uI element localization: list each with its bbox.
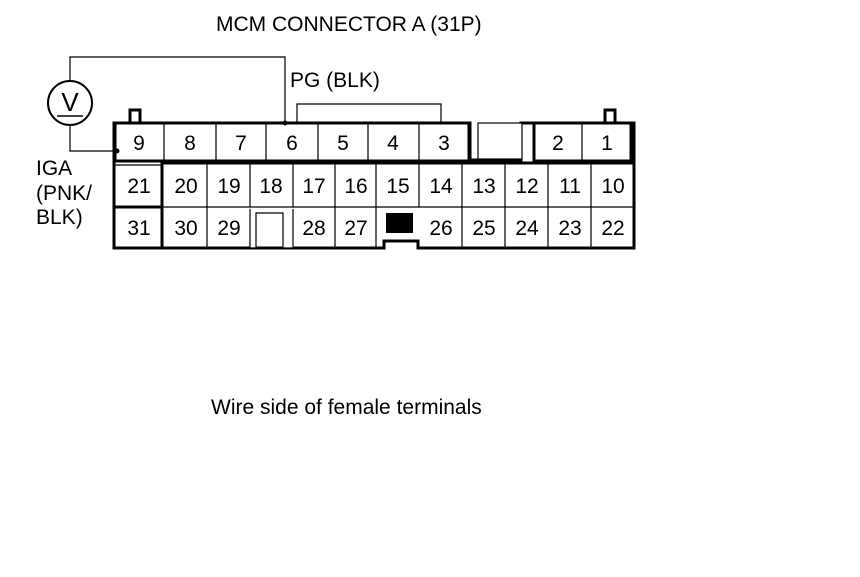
terminal-27: 27 [344, 217, 367, 240]
blocked-terminal-icon [386, 213, 413, 233]
meter-lead-to-iga [69, 125, 117, 152]
terminal-3: 3 [438, 132, 450, 155]
terminal-16: 16 [344, 175, 367, 198]
terminal-22: 22 [601, 217, 624, 240]
terminal-25: 25 [472, 217, 495, 240]
terminal-23: 23 [558, 217, 581, 240]
terminal-8: 8 [184, 132, 196, 155]
iga-probe-point [114, 148, 120, 154]
terminal-6: 6 [286, 132, 298, 155]
diagram-title: MCM CONNECTOR A (31P) [216, 13, 482, 36]
terminal-19: 19 [217, 175, 240, 198]
footer-caption: Wire side of female terminals [211, 396, 482, 419]
terminal-2: 2 [552, 132, 564, 155]
terminal-row-3: 31 30 29 28 27 26 25 24 23 22 [115, 205, 625, 248]
terminal-1: 1 [601, 132, 613, 155]
terminal-18: 18 [259, 175, 282, 198]
terminal-11: 11 [559, 175, 581, 198]
terminal-12: 12 [515, 175, 538, 198]
terminal-30: 30 [174, 217, 197, 240]
pg-label: PG (BLK) [290, 69, 380, 92]
terminal-10: 10 [601, 175, 624, 198]
terminal-24: 24 [515, 217, 539, 240]
meter-lead-to-terminal-6 [69, 56, 286, 122]
terminal-13: 13 [472, 175, 495, 198]
terminal-4: 4 [387, 132, 399, 155]
iga-label-line1: IGA [36, 157, 73, 180]
terminal-row-1-right: 2 1 [532, 121, 633, 163]
terminal-29: 29 [217, 217, 240, 240]
iga-label-line3: BLK) [36, 206, 83, 229]
terminal-5: 5 [337, 132, 349, 155]
terminal-15: 15 [386, 175, 409, 198]
terminal-28: 28 [302, 217, 325, 240]
terminal-row-1-left: 9 8 7 6 5 4 3 [113, 121, 471, 163]
terminal-26: 26 [429, 217, 452, 240]
terminal-31: 31 [127, 217, 150, 240]
terminal-9: 9 [133, 132, 145, 155]
terminal-14: 14 [429, 175, 453, 198]
iga-label-line2: (PNK/ [36, 182, 93, 205]
terminal-7: 7 [235, 132, 247, 155]
probe-point [282, 120, 288, 126]
pg-bracket [296, 103, 442, 124]
voltmeter-symbol: V [61, 87, 79, 117]
terminal-17: 17 [302, 175, 325, 198]
terminal-21: 21 [127, 175, 150, 198]
voltmeter-icon: V [47, 80, 93, 126]
terminal-20: 20 [174, 175, 197, 198]
terminal-row-2: 21 20 19 18 17 16 15 14 13 12 11 10 [115, 163, 634, 208]
